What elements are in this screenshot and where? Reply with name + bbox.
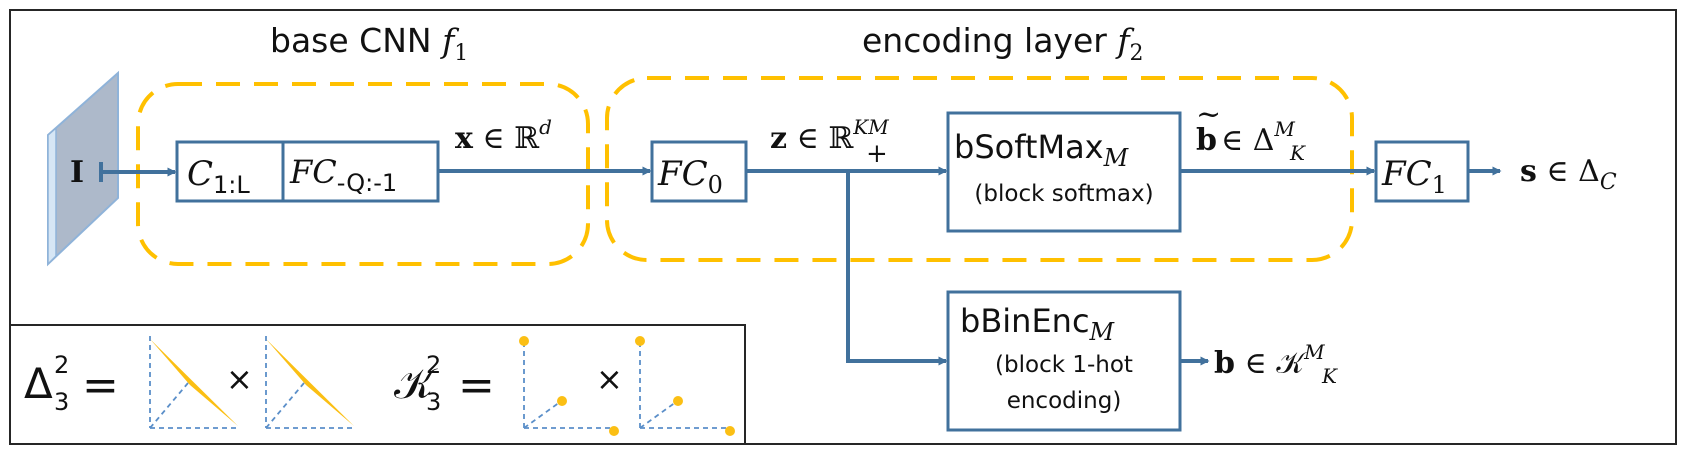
z-label-subscript: + (866, 139, 888, 169)
binenc-caption-line2: encoding) (1007, 388, 1122, 414)
simplex-legend-symbol: Δ (24, 359, 53, 408)
one-hot-glyph-2 (635, 336, 735, 436)
simplex-legend-times: × (226, 360, 253, 398)
simplex-glyph-1 (149, 336, 238, 429)
z-label: z ∈ ℝKM (770, 115, 889, 156)
b-label-subscript: K (1321, 364, 1338, 388)
b-tilde-label: b∈ ΔM (1196, 117, 1295, 158)
conv-label: C1:L (187, 154, 250, 199)
b-tilde-accent: ~ (1196, 97, 1221, 132)
input-label: I (70, 155, 84, 190)
conv-fc-block: C1:L FC-Q:-1 (175, 140, 440, 203)
b-label: b ∈ 𝒦M (1214, 340, 1325, 381)
fc-q-label: FC-Q:-1 (289, 153, 397, 197)
b-tilde-subscript: K (1289, 141, 1306, 165)
softmax-title: bSoftMaxM (954, 128, 1130, 172)
fc1-block: FC1 (1374, 140, 1470, 203)
base-cnn-title: base CNN f1 (270, 21, 468, 66)
softmax-caption: (block softmax) (974, 181, 1153, 207)
simplex-legend-sup: 2 (54, 351, 69, 379)
arrow-branch-to-binenc (846, 171, 948, 366)
binenc-title: bBinEncM (960, 302, 1116, 346)
fc1-label: FC1 (1381, 154, 1447, 199)
hot-legend-sup: 2 (426, 351, 441, 379)
s-label: s ∈ ΔC (1520, 154, 1617, 195)
input-image: I (47, 70, 119, 267)
fc0-label: FC0 (657, 154, 723, 199)
binenc-caption-line1: (block 1-hot (995, 352, 1133, 378)
hot-legend-equals: = (458, 360, 495, 411)
legend-panel-border (10, 324, 746, 444)
simplex-legend-sub: 3 (54, 388, 69, 416)
hot-legend-symbol: 𝒦 (394, 359, 438, 408)
hot-legend-times: × (596, 360, 623, 398)
one-hot-glyph-1 (519, 336, 619, 436)
x-label: x ∈ ℝd (455, 115, 552, 156)
outer-frame (9, 9, 1677, 445)
simplex-legend-equals: = (82, 360, 119, 411)
simplex-glyph-2 (265, 336, 354, 429)
binenc-block: bBinEncM (block 1-hot encoding) (946, 290, 1182, 432)
softmax-block: bSoftMaxM (block softmax) (946, 111, 1182, 233)
encoding-layer-title: encoding layer f2 (862, 21, 1144, 66)
hot-legend-sub: 3 (426, 388, 441, 416)
fc0-block: FC0 (650, 140, 748, 203)
